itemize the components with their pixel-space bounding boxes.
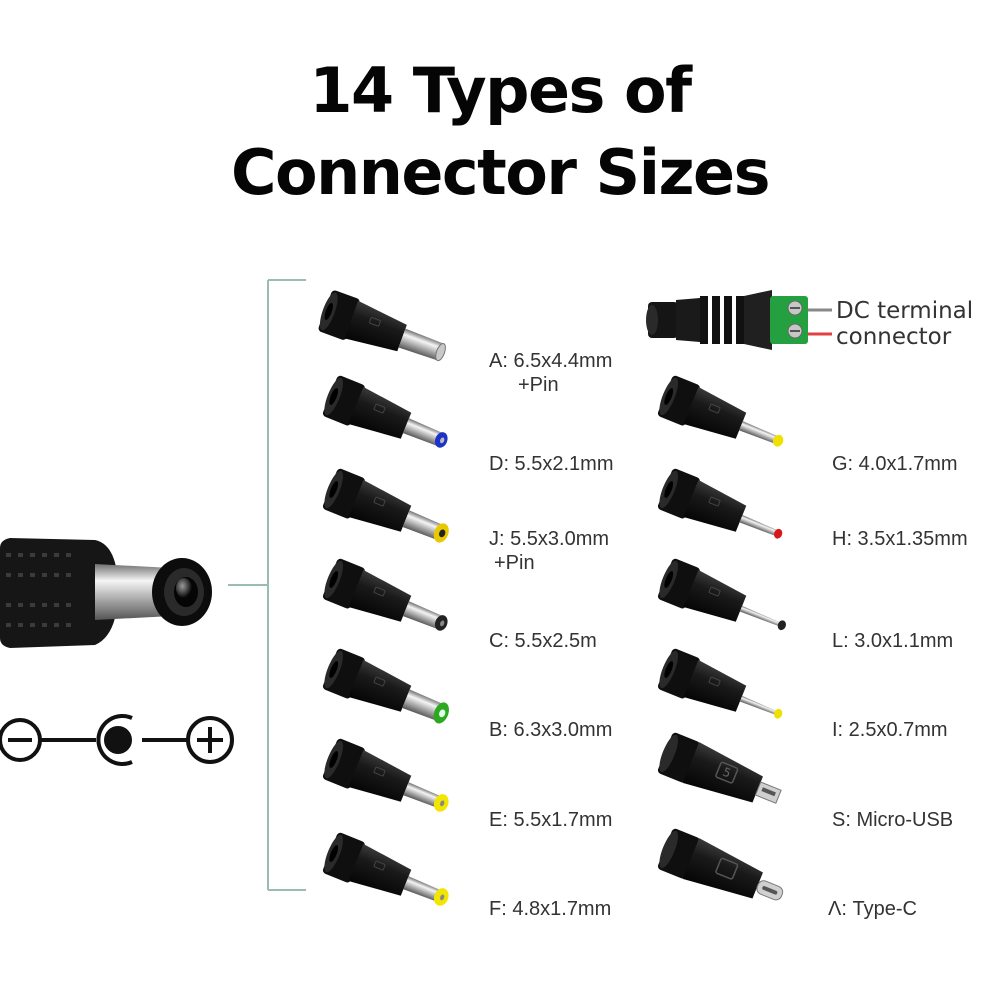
label-i: I: 2.5x0.7mm	[832, 719, 948, 741]
dc-terminal-label: DC terminal connector	[836, 298, 973, 350]
adapter-g	[654, 373, 784, 447]
adapter-i	[654, 646, 783, 720]
adapter-b	[319, 646, 449, 724]
type-c-adapter-icon	[657, 828, 784, 901]
label-c: C: 5.5x2.5m	[489, 630, 597, 652]
label-type-c: Λ: Type-C	[828, 898, 917, 920]
page-title: 14 Types of Connector Sizes	[0, 50, 1000, 214]
adapter-h	[654, 466, 783, 540]
adapter-a	[315, 288, 446, 362]
label-h: H: 3.5x1.35mm	[832, 528, 968, 550]
label-s: S: Micro-USB	[832, 809, 954, 831]
title-line-1: 14 Types of	[309, 54, 692, 127]
adapter-j	[319, 466, 449, 543]
label-f: F: 4.8x1.7mm	[489, 898, 612, 920]
dc-terminal-connector-icon	[646, 290, 832, 350]
label-e: E: 5.5x1.7mm	[489, 809, 613, 831]
label-d: D: 5.5x2.1mm	[489, 453, 614, 475]
label-j: J: 5.5x3.0mm	[489, 528, 610, 550]
bracket-line	[228, 279, 306, 891]
adapter-e	[319, 736, 449, 812]
main-plug-icon	[0, 538, 212, 648]
label-g: G: 4.0x1.7mm	[832, 453, 958, 475]
adapter-f	[319, 830, 449, 906]
title-line-2: Connector Sizes	[230, 136, 771, 209]
label-a-pin: +Pin	[518, 374, 559, 396]
adapter-l	[654, 556, 786, 631]
micro-usb-adapter-icon: 5	[657, 732, 782, 804]
label-a: A: 6.5x4.4mm	[489, 350, 613, 372]
dc-terminal-label-line-2: connector	[836, 324, 952, 350]
polarity-minus-center-plus-icon	[0, 714, 234, 766]
label-l: L: 3.0x1.1mm	[832, 630, 954, 652]
label-b: B: 6.3x3.0mm	[489, 719, 613, 741]
adapter-c	[319, 556, 448, 631]
dc-terminal-label-line-1: DC terminal	[836, 298, 974, 324]
adapter-d	[319, 373, 448, 448]
label-j-pin: +Pin	[494, 552, 535, 574]
